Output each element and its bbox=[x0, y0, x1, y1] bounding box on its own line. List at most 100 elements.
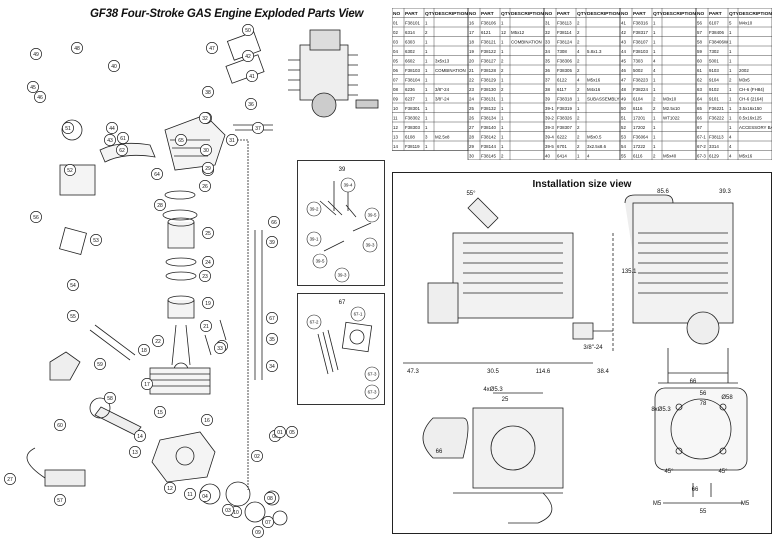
table-cell: F38319 bbox=[557, 106, 572, 111]
callout-label: 54 bbox=[70, 283, 76, 289]
table-cell: 1 bbox=[653, 49, 656, 54]
table-cell: F38144 bbox=[481, 144, 496, 149]
table-cell: 2 bbox=[577, 125, 580, 130]
table-cell: M3x10 bbox=[663, 97, 677, 102]
callout-bubble bbox=[246, 70, 258, 82]
callout-label: 38 bbox=[205, 90, 211, 96]
callout-label: 39 bbox=[269, 240, 275, 246]
table-cell: 7308 bbox=[557, 49, 567, 54]
table-cell: F38316 bbox=[633, 21, 648, 26]
table-cell: 39-4 bbox=[545, 135, 554, 140]
table-header: NO bbox=[697, 11, 704, 17]
table-cell: 04 bbox=[393, 49, 398, 54]
dimension-label: 39.3 bbox=[719, 189, 731, 195]
table-cell: 39-2 bbox=[545, 116, 554, 121]
table-cell: 2 bbox=[653, 106, 656, 111]
table-cell: M5x12 bbox=[511, 30, 525, 35]
table-cell: 1 bbox=[577, 106, 580, 111]
table-cell: 9103 bbox=[709, 68, 719, 73]
callout-label: 12 bbox=[167, 486, 173, 492]
table-cell: F36221 bbox=[709, 106, 724, 111]
table-cell: 1 bbox=[425, 116, 428, 121]
callout-bubble bbox=[252, 122, 264, 134]
table-cell: 0.5x16x125 bbox=[739, 116, 762, 121]
table-cell: 1 bbox=[425, 106, 428, 111]
dimension-label: 85.6 bbox=[657, 189, 669, 195]
callout-label: 19 bbox=[205, 301, 211, 307]
table-header: QTY bbox=[653, 11, 664, 17]
table-cell: 1 bbox=[425, 97, 428, 102]
callout-label: 59 bbox=[97, 362, 103, 368]
table-cell: 50 bbox=[621, 106, 626, 111]
table-cell: 03 bbox=[393, 40, 398, 45]
callout-label: 41 bbox=[249, 74, 255, 80]
table-cell: 05 bbox=[393, 59, 398, 64]
table-cell: 1 bbox=[425, 49, 428, 54]
table-cell: 1 bbox=[729, 49, 732, 54]
table-cell: F38128 bbox=[481, 68, 496, 73]
table-header: PART bbox=[481, 11, 494, 17]
table-cell: F38140 bbox=[481, 125, 496, 130]
table-header: QTY bbox=[729, 11, 740, 17]
table-cell: 5002 bbox=[633, 68, 643, 73]
table-cell: F38107 bbox=[633, 40, 648, 45]
callout-bubble bbox=[141, 378, 153, 390]
callout-bubble bbox=[34, 91, 46, 103]
inset-part-label: 39-5 bbox=[368, 213, 377, 218]
callout-bubble bbox=[152, 335, 164, 347]
dimension-label: 30.5 bbox=[487, 369, 499, 375]
dimension-label: 4xØ5.3 bbox=[483, 387, 503, 393]
table-cell: 14 bbox=[393, 144, 398, 149]
table-header: DESCRIPTION bbox=[587, 11, 620, 17]
table-cell: M5x16 bbox=[739, 154, 753, 159]
table-cell: 4 bbox=[577, 49, 580, 54]
callout-bubble bbox=[201, 414, 213, 426]
table-cell: 1 bbox=[425, 78, 428, 83]
callout-bubble bbox=[202, 86, 214, 98]
callout-label: 26 bbox=[202, 184, 208, 190]
callout-label: 10 bbox=[233, 510, 239, 516]
table-cell: 54 bbox=[621, 144, 626, 149]
table-cell: 3/8"-24 bbox=[435, 87, 450, 92]
callout-label: 40 bbox=[111, 64, 117, 70]
callout-label: 49 bbox=[33, 52, 39, 58]
table-cell: CH-6 (2164) bbox=[739, 97, 764, 102]
table-cell: 1 bbox=[653, 125, 656, 130]
table-cell: 4 bbox=[729, 135, 732, 140]
table-cell: 45 bbox=[621, 59, 626, 64]
engine-render bbox=[288, 29, 379, 118]
table-cell: 29 bbox=[469, 144, 474, 149]
table-cell: 1 bbox=[729, 68, 732, 73]
dimension-label: 66 bbox=[690, 379, 697, 385]
table-cell: F38101 bbox=[405, 21, 420, 26]
callout-bubble bbox=[202, 256, 214, 268]
table-cell: F38145 bbox=[481, 154, 496, 159]
table-cell: 1 bbox=[653, 87, 656, 92]
table-cell: 1 bbox=[653, 144, 656, 149]
table-cell: 6116 bbox=[633, 106, 643, 111]
table-cell: 13 bbox=[393, 135, 398, 140]
callout-bubble bbox=[286, 426, 298, 438]
callout-bubble bbox=[274, 426, 286, 438]
callout-bubble bbox=[67, 310, 79, 322]
table-cell: 1 bbox=[653, 116, 656, 121]
callout-label: 07 bbox=[265, 520, 271, 526]
table-header: PART bbox=[633, 11, 646, 17]
table-cell: F38114 bbox=[557, 30, 572, 35]
table-header: NO bbox=[469, 11, 476, 17]
table-cell: 31 bbox=[545, 21, 550, 26]
table-cell: 41 bbox=[621, 21, 626, 26]
callout-label: 23 bbox=[202, 274, 208, 280]
table-cell: 52 bbox=[621, 125, 626, 130]
callout-bubble bbox=[104, 392, 116, 404]
table-cell: 21 bbox=[469, 68, 474, 73]
callout-bubble bbox=[4, 473, 16, 485]
table-cell: 2 bbox=[501, 87, 504, 92]
table-cell: 6302 bbox=[405, 49, 415, 54]
callout-label: 50 bbox=[245, 28, 251, 34]
table-cell: 39-5 bbox=[545, 144, 554, 149]
table-cell: 2 bbox=[501, 154, 504, 159]
table-cell: 20 bbox=[469, 59, 474, 64]
table-cell: 2 bbox=[577, 30, 580, 35]
